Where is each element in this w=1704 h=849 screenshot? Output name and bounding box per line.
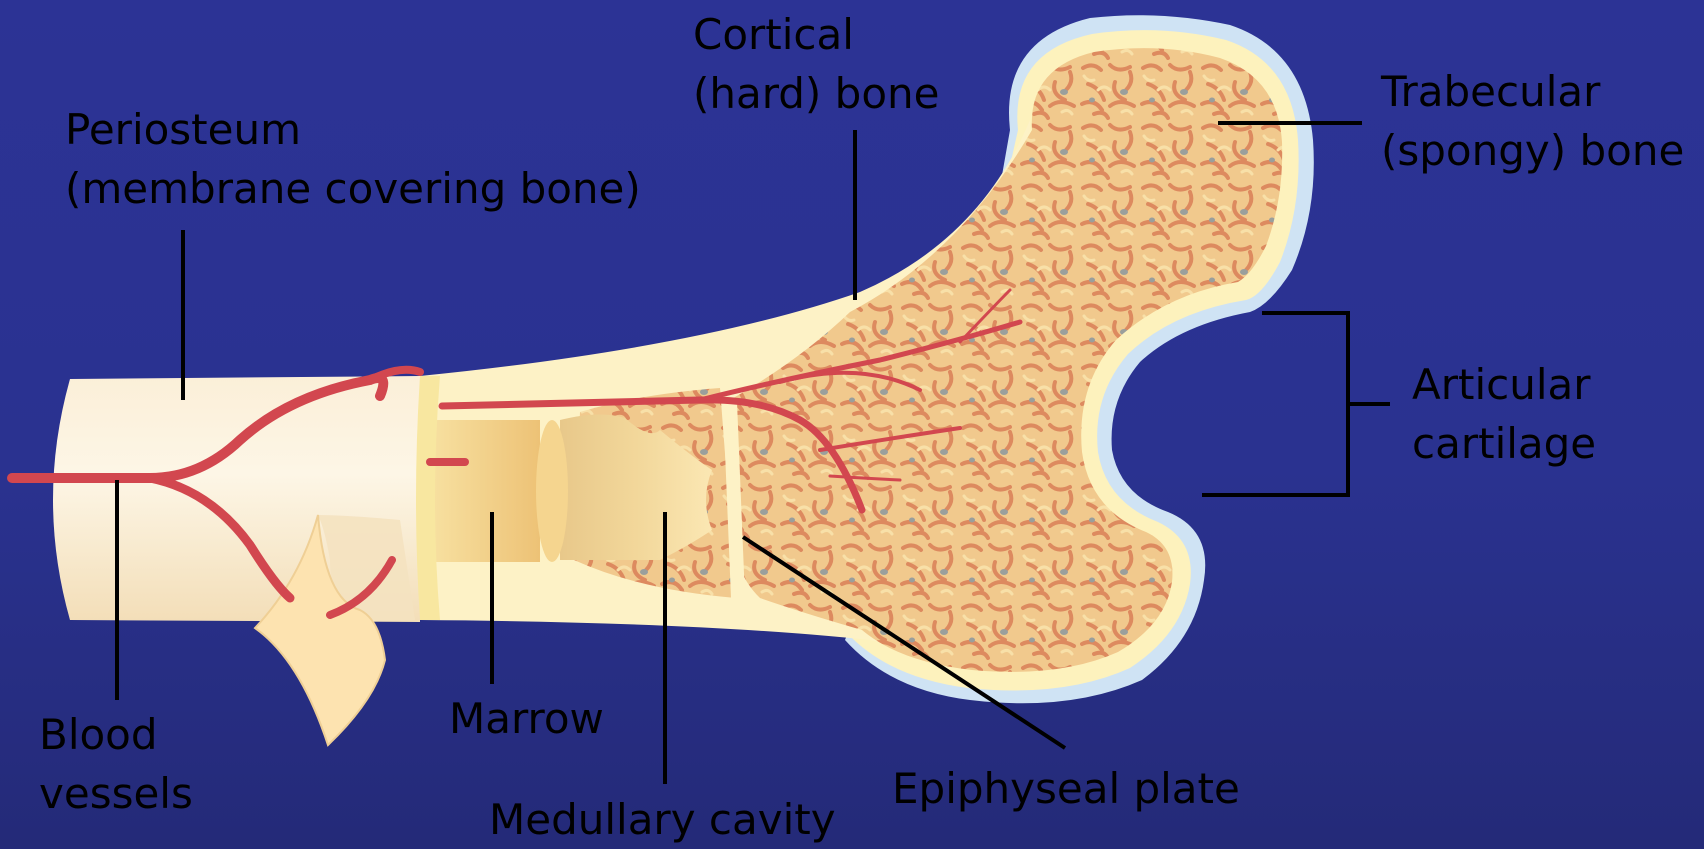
label-trabecular-line2: (spongy) bone: [1381, 121, 1684, 180]
label-periosteum: Periosteum (membrane covering bone): [65, 100, 641, 218]
marrow-cylinder-end: [536, 420, 568, 562]
epiphyseal-plate-line: [730, 402, 738, 598]
label-cortical-line2: (hard) bone: [693, 64, 939, 123]
label-blood-vessels-line2: vessels: [39, 764, 193, 823]
label-cortical-line1: Cortical: [693, 5, 939, 64]
label-marrow: Marrow: [449, 689, 604, 748]
label-articular-line1: Articular: [1412, 355, 1596, 414]
label-blood-vessels: Blood vessels: [39, 705, 193, 823]
marrow-cylinder: [432, 420, 540, 562]
label-epiphyseal-plate: Epiphyseal plate: [892, 759, 1240, 818]
label-cortical-bone: Cortical (hard) bone: [693, 5, 939, 123]
label-trabecular-line1: Trabecular: [1381, 62, 1684, 121]
label-periosteum-line2: (membrane covering bone): [65, 159, 641, 218]
label-periosteum-line1: Periosteum: [65, 100, 641, 159]
label-articular-line2: cartilage: [1412, 414, 1596, 473]
label-medullary-cavity: Medullary cavity: [489, 790, 836, 849]
label-articular-cartilage: Articular cartilage: [1412, 355, 1596, 473]
label-trabecular-bone: Trabecular (spongy) bone: [1381, 62, 1684, 180]
label-blood-vessels-line1: Blood: [39, 705, 193, 764]
leader-articular: [1202, 313, 1348, 495]
